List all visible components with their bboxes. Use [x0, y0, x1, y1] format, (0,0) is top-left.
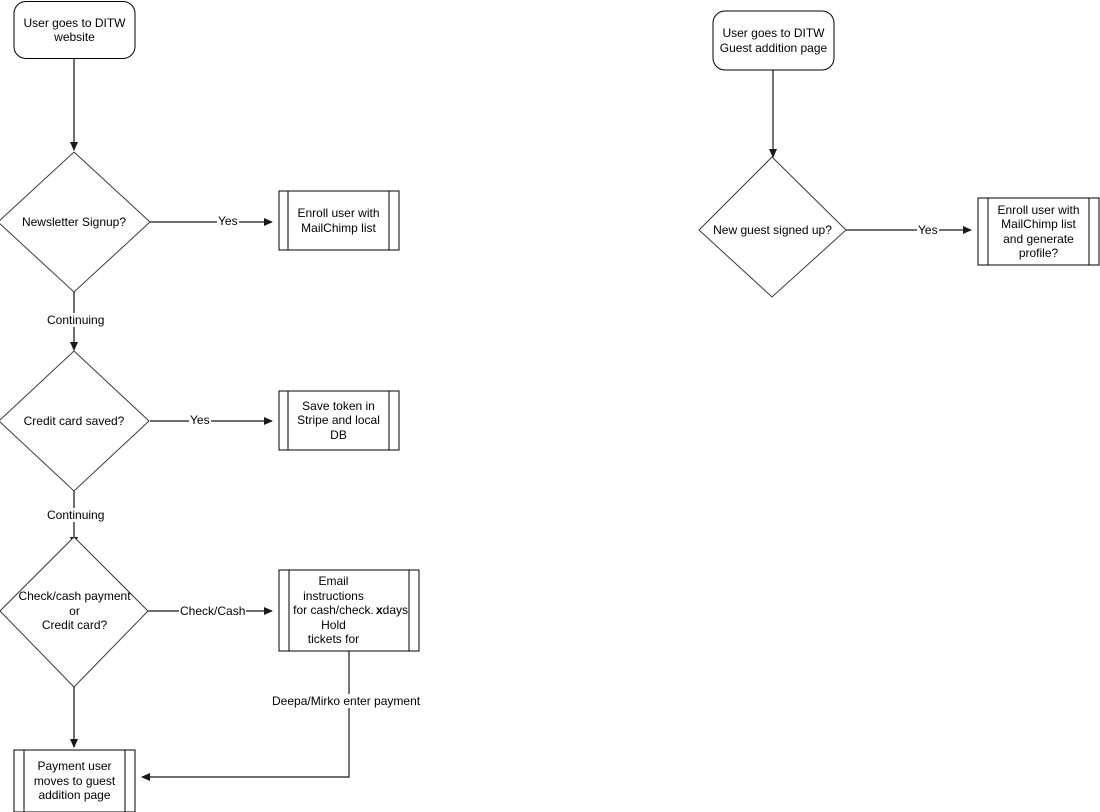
node-process-mailchimp[interactable]: [278, 190, 400, 251]
edge-label-yes-newsletter: Yes: [217, 214, 239, 228]
node-process-email[interactable]: [278, 569, 420, 652]
edge-label-deepa-mirko: Deepa/Mirko enter payment: [271, 694, 422, 708]
edge-label-yes-creditcard: Yes: [189, 413, 211, 427]
node-decision-newsletter[interactable]: [0, 151, 151, 293]
edge-email-to-paymentuser: [141, 651, 350, 781]
node-right-start[interactable]: [712, 10, 835, 71]
node-decision-paymenttype[interactable]: [0, 536, 149, 688]
node-decision-newguest[interactable]: [698, 156, 847, 298]
edge-label-continuing-2: Continuing: [46, 508, 106, 522]
node-process-mailchimp-profile[interactable]: [977, 197, 1100, 266]
node-left-start[interactable]: [13, 1, 136, 59]
node-process-payment-user[interactable]: [13, 749, 136, 812]
edge-label-continuing-1: Continuing: [46, 313, 106, 327]
node-process-stripe[interactable]: [278, 390, 400, 451]
edge-label-yes-newguest: Yes: [917, 223, 939, 237]
node-decision-creditcard[interactable]: [0, 350, 150, 492]
edge-label-check-cash: Check/Cash: [179, 604, 247, 618]
